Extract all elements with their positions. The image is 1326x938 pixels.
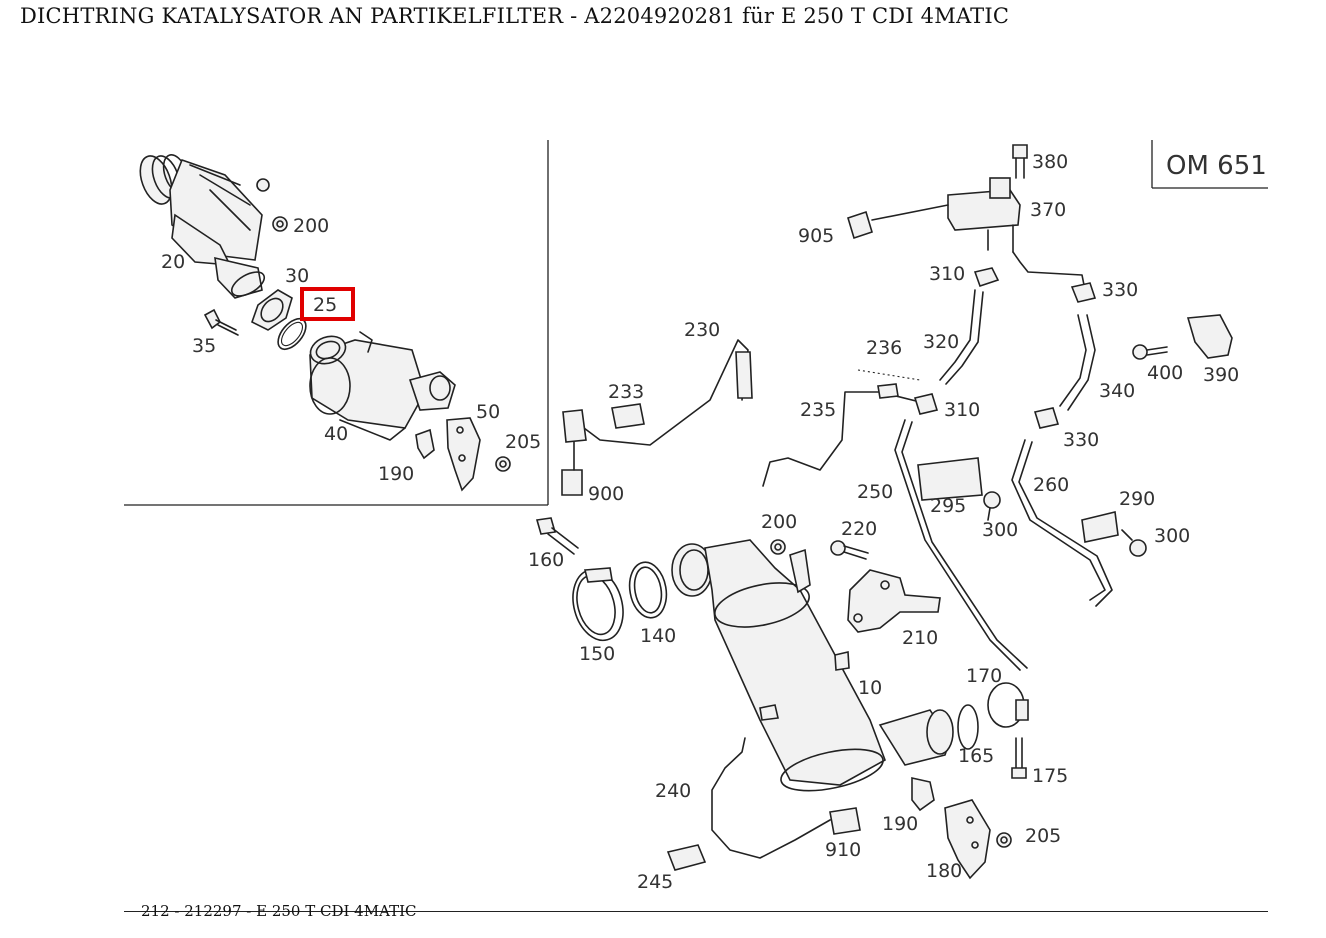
inset-frame <box>124 140 549 506</box>
part-label[interactable]: 235 <box>800 399 836 421</box>
part-label[interactable]: 200 <box>761 511 797 533</box>
part-label[interactable]: 10 <box>858 677 882 699</box>
part-label[interactable]: 300 <box>1154 525 1190 547</box>
part-label[interactable]: 30 <box>285 265 309 287</box>
inset-catalyst-assembly <box>139 154 511 492</box>
part-label[interactable]: 295 <box>930 495 966 517</box>
part-label[interactable]: 220 <box>841 518 877 540</box>
part-label[interactable]: 150 <box>579 643 615 665</box>
part-label[interactable]: 250 <box>857 481 893 503</box>
footer-caption: 212 - 212297 - E 250 T CDI 4MATIC <box>141 902 417 920</box>
part-label[interactable]: 35 <box>192 335 216 357</box>
part-label[interactable]: 380 <box>1032 151 1068 173</box>
part-label[interactable]: 340 <box>1099 380 1135 402</box>
part-label[interactable]: 320 <box>923 331 959 353</box>
part-label[interactable]: 200 <box>293 215 329 237</box>
part-label[interactable]: 205 <box>1025 825 1061 847</box>
part-label[interactable]: 20 <box>161 251 185 273</box>
part-label[interactable]: 370 <box>1030 199 1066 221</box>
part-label[interactable]: 240 <box>655 780 691 802</box>
part-label[interactable]: 905 <box>798 225 834 247</box>
part-label[interactable]: 910 <box>825 839 861 861</box>
page-title: DICHTRING KATALYSATOR AN PARTIKELFILTER … <box>20 4 1010 28</box>
part-label[interactable]: 230 <box>684 319 720 341</box>
part-label[interactable]: 190 <box>378 463 414 485</box>
part-label[interactable]: 300 <box>982 519 1018 541</box>
main-exhaust-assembly <box>535 144 1233 880</box>
part-label[interactable]: 165 <box>958 745 994 767</box>
part-label[interactable]: 180 <box>926 860 962 882</box>
part-label[interactable]: 175 <box>1032 765 1068 787</box>
part-label[interactable]: 140 <box>640 625 676 647</box>
part-label[interactable]: 310 <box>944 399 980 421</box>
part-label[interactable]: 400 <box>1147 362 1183 384</box>
part-label[interactable]: 40 <box>324 423 348 445</box>
engine-code: OM 651 <box>1166 151 1267 181</box>
part-label[interactable]: 205 <box>505 431 541 453</box>
part-label[interactable]: 290 <box>1119 488 1155 510</box>
highlight-box[interactable] <box>300 287 355 321</box>
part-label[interactable]: 260 <box>1033 474 1069 496</box>
part-label[interactable]: 210 <box>902 627 938 649</box>
footer-divider <box>124 911 1268 912</box>
part-label[interactable]: 190 <box>882 813 918 835</box>
main-part-labels: 380 370 905 310 330 320 236 230 233 235 … <box>528 151 1239 893</box>
part-label[interactable]: 233 <box>608 381 644 403</box>
part-label[interactable]: 330 <box>1102 279 1138 301</box>
part-label[interactable]: 170 <box>966 665 1002 687</box>
part-label[interactable]: 390 <box>1203 364 1239 386</box>
part-label[interactable]: 900 <box>588 483 624 505</box>
part-label[interactable]: 50 <box>476 401 500 423</box>
part-label[interactable]: 160 <box>528 549 564 571</box>
part-label[interactable]: 245 <box>637 871 673 893</box>
part-label[interactable]: 310 <box>929 263 965 285</box>
engine-code-box: OM 651 <box>1151 140 1268 189</box>
part-label-highlighted[interactable]: 25 <box>313 294 337 316</box>
part-label[interactable]: 330 <box>1063 429 1099 451</box>
part-label[interactable]: 236 <box>866 337 902 359</box>
inset-part-labels: 20 200 30 25 35 40 50 205 190 <box>161 215 541 485</box>
